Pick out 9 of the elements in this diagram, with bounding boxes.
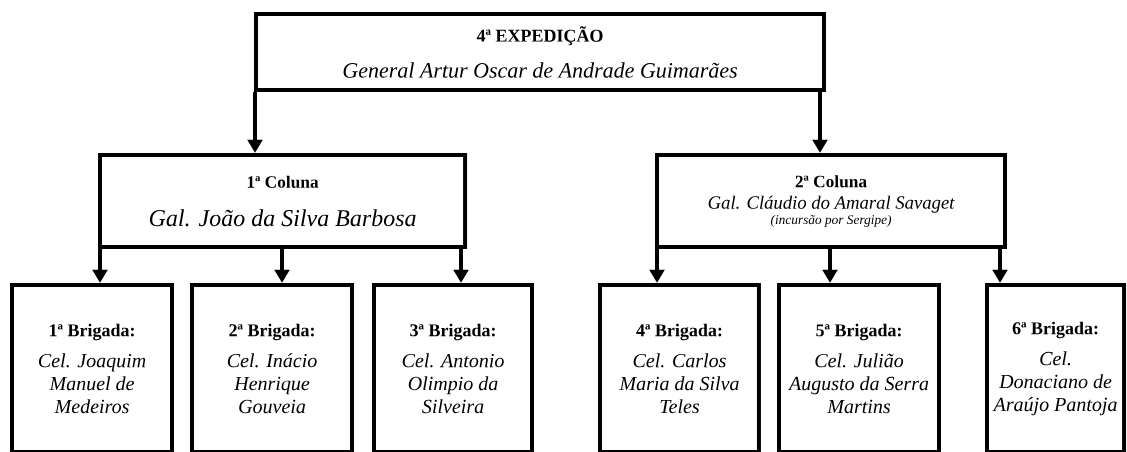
column-box: 2ª Coluna Gal. Cláudio do Amaral Savaget (incursão por Sergipe) (655, 153, 1007, 249)
brigade-box: 6ª Brigada: Cel. Donaciano de Araújo Pantoja (985, 283, 1127, 452)
brigade-box: 1ª Brigada: Cel. Joaquim Manuel de Medeiros (10, 283, 174, 452)
brigade-box: 3ª Brigada: Cel. Antonio Olimpio da Silveira (372, 283, 534, 452)
column-box: 1ª Coluna Gal. João da Silva Barbosa (98, 153, 468, 249)
expedition-box: 4ª EXPEDIÇÃO General Artur Oscar de Andrade Guimarães (254, 12, 826, 92)
brigade-box: 4ª Brigada: Cel. Carlos Maria da Silva Teles (598, 283, 761, 452)
brigade-box: 2ª Brigada: Cel. Inácio Henrique Gouveia (190, 283, 354, 452)
brigade-box: 5ª Brigada: Cel. Julião Augusto da Serra Martins (777, 283, 941, 452)
